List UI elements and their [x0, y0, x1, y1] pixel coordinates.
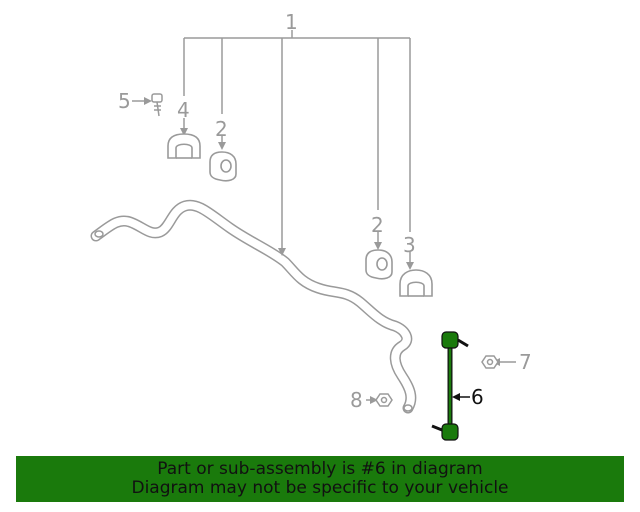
callout-label-2: 2	[371, 213, 384, 237]
short-leaders	[132, 100, 516, 401]
callout-label-4: 4	[177, 98, 190, 122]
parts-diagram: 1 2 2 3 4 5 6 7 8	[90, 10, 532, 441]
bracket-icon	[167, 133, 201, 159]
stabilizer-link-icon	[431, 331, 469, 441]
callout-1-leaders	[183, 30, 411, 250]
nut-icon	[481, 355, 499, 369]
callout-label-8: 8	[350, 388, 363, 412]
callout-label-6: 6	[471, 385, 484, 409]
bushing-icon	[365, 249, 393, 280]
callout-label-7: 7	[519, 350, 532, 374]
bracket-icon	[399, 269, 433, 297]
banner-line-disclaimer: Diagram may not be specific to your vehi…	[131, 478, 509, 498]
bushing-icon	[209, 151, 237, 182]
callout-label-2: 2	[215, 117, 228, 141]
arrowheads	[144, 97, 500, 404]
part-info-banner: Part or sub-assembly is #6 in diagram Di…	[16, 456, 624, 502]
stabilizer-bar	[90, 199, 417, 414]
callout-label-3: 3	[403, 233, 416, 257]
callout-label-5: 5	[118, 89, 131, 113]
bolt-icon	[151, 93, 163, 117]
nut-icon	[375, 393, 393, 407]
callout-label-1: 1	[285, 10, 298, 34]
banner-line-part: Part or sub-assembly is #6 in diagram	[157, 459, 483, 479]
